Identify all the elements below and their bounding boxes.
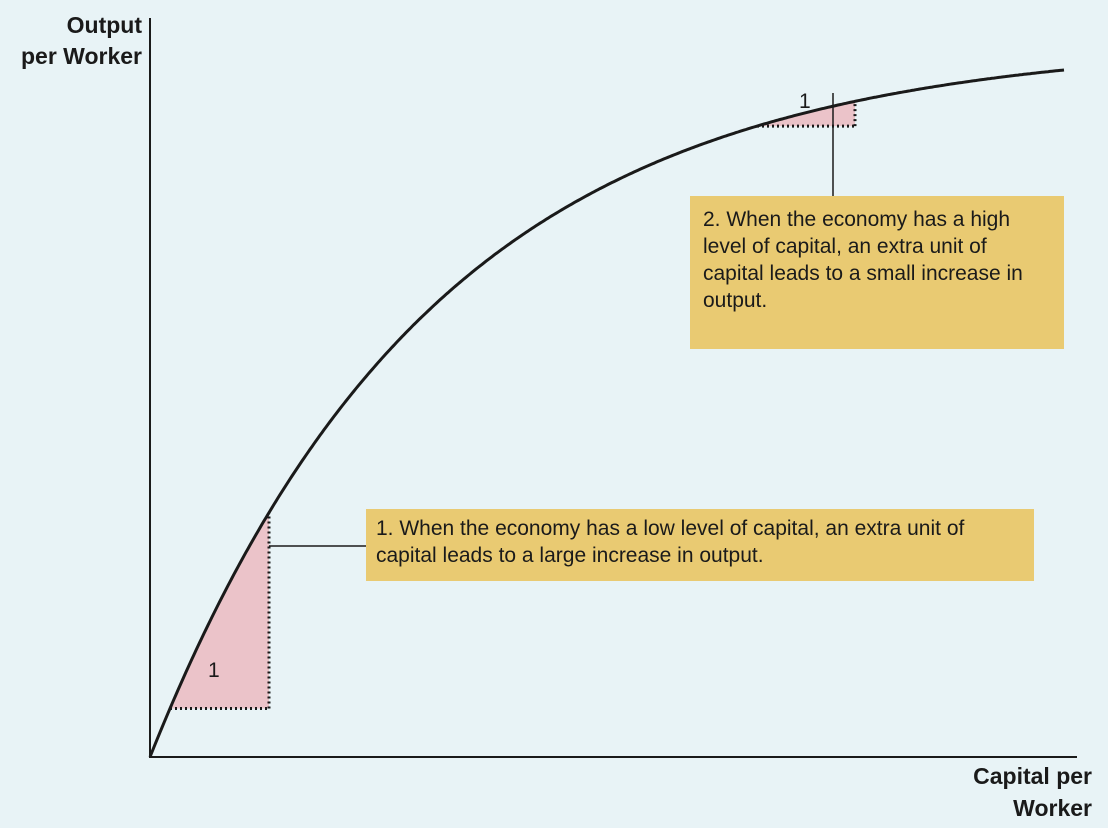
high-capital-unit-label: 1	[799, 90, 811, 113]
low-capital-unit-label: 1	[208, 659, 220, 682]
production-function-curve	[148, 68, 1065, 758]
y-axis-label: Output per Worker	[20, 12, 142, 69]
low-capital-callout: 1. When the economy has a low level of c…	[366, 509, 1034, 581]
x-axis-label: Capital per Worker	[973, 763, 1092, 821]
high-capital-callout: 2. When the economy has a high level of …	[690, 196, 1064, 349]
low-capital-increase-triangle	[170, 512, 269, 709]
